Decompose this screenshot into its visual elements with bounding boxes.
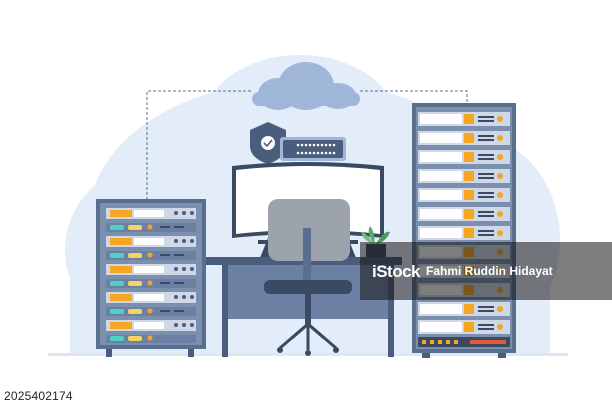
password-field-icon xyxy=(280,137,346,161)
photographer-credit: Fahmi Ruddin Hidayat xyxy=(426,264,553,278)
network-connection-lines xyxy=(146,90,468,200)
right-server-rack xyxy=(412,103,516,358)
stock-image-id: 2025402174 xyxy=(4,389,73,403)
security-shield-icon xyxy=(250,122,286,164)
left-rack-units xyxy=(106,208,196,343)
left-server-rack xyxy=(96,199,206,357)
office-chair xyxy=(264,199,352,356)
footer-bar xyxy=(0,386,612,408)
cloud-icon xyxy=(252,62,360,110)
stock-watermark-band: iStock Fahmi Ruddin Hidayat xyxy=(360,242,612,300)
istock-logo: iStock xyxy=(372,261,421,281)
